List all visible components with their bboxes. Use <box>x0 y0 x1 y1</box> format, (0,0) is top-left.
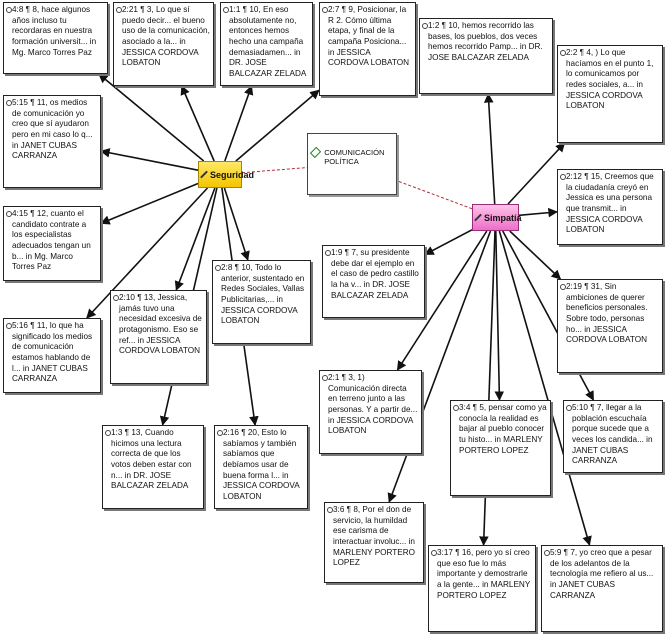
quotation-node[interactable]: 5:15 ¶ 11, os medios de comunicación yo … <box>3 95 101 188</box>
quotation-node[interactable]: 5:10 ¶ 7, llegar a la población escuchaí… <box>563 400 663 473</box>
quotation-link <box>223 187 250 261</box>
quotation-text: 1:9 ¶ 7, su presidente debe dar el ejemp… <box>331 248 419 300</box>
quotation-text: 2:8 ¶ 10, Todo lo anterior, sustentado e… <box>221 263 305 326</box>
quotation-link <box>86 187 209 319</box>
quotation-node[interactable]: 2:12 ¶ 15, Creemos que la ciudadanía cre… <box>557 169 663 245</box>
quotation-text: 1:2 ¶ 10, hemos recorrido las bases, los… <box>428 21 543 62</box>
quotation-text: 2:19 ¶ 31, Sin ambiciones de querer bene… <box>566 282 648 345</box>
quotation-link <box>396 230 488 371</box>
code-label: Seguridad <box>210 169 255 180</box>
quotation-text: 5:16 ¶ 11, lo que ha significado los med… <box>12 321 93 384</box>
quotation-node[interactable]: 3:4 ¶ 5, pensar como ya conocía la reali… <box>450 400 551 496</box>
quotation-text: 4:8 ¶ 8, hace algunos años incluso tu re… <box>12 5 97 57</box>
quotation-link <box>100 182 199 225</box>
quotation-node[interactable]: 5:9 ¶ 7, yo creo que a pesar de los adel… <box>541 545 663 632</box>
quotation-link <box>224 85 254 162</box>
quotation-link <box>479 230 496 546</box>
quotation-link <box>100 148 199 171</box>
quotation-node[interactable]: 4:8 ¶ 8, hace algunos años incluso tu re… <box>3 2 108 74</box>
quotation-node[interactable]: 2:10 ¶ 13, Jessica, jamás tuvo una neces… <box>110 290 207 384</box>
quotation-text: 5:10 ¶ 7, llegar a la población escuchaí… <box>572 403 653 466</box>
quotation-text: 5:15 ¶ 11, os medios de comunicación yo … <box>12 98 93 161</box>
quotation-link <box>498 230 592 546</box>
quotation-text: 4:15 ¶ 12, cuanto el candidato contrate … <box>12 209 91 272</box>
quotation-node[interactable]: 2:7 ¶ 9, Posicionar, la R 2. Cómo última… <box>319 2 416 96</box>
quotation-link <box>509 230 562 280</box>
quotation-text: 2:12 ¶ 15, Creemos que la ciudadanía cre… <box>566 172 654 235</box>
quotation-text: 1:1 ¶ 10, En eso absolutamente no, enton… <box>229 5 307 78</box>
quotation-link <box>507 142 566 205</box>
quotation-node[interactable]: 2:8 ¶ 10, Todo lo anterior, sustentado e… <box>212 260 311 344</box>
quotation-link <box>518 207 558 218</box>
quotation-text: 5:9 ¶ 7, yo creo que a pesar de los adel… <box>550 548 654 600</box>
quotation-link <box>494 230 505 401</box>
quotation-text: 2:21 ¶ 3, Lo que sí puedo decir... el bu… <box>122 5 210 68</box>
code-node-comunicacion-politica[interactable]: COMUNICACIÓN POLÍTICA <box>307 133 397 195</box>
quotation-node[interactable]: 1:9 ¶ 7, su presidente debe dar el ejemp… <box>322 245 425 318</box>
code-label: Simpatía <box>484 212 522 223</box>
quotation-text: 3:17 ¶ 16, pero yo sí creo que eso fue l… <box>437 548 531 600</box>
quotation-text: 2:10 ¶ 13, Jessica, jamás tuvo una neces… <box>119 293 202 356</box>
quotation-text: 2:7 ¶ 9, Posicionar, la R 2. Cómo última… <box>328 5 409 68</box>
quotation-link <box>180 85 215 162</box>
quotation-link <box>424 229 473 256</box>
quotation-text: 2:16 ¶ 20, Esto lo sabíamos y también sa… <box>223 428 300 501</box>
association-link <box>396 180 473 210</box>
quotation-text: 3:4 ¶ 5, pensar como ya conocía la reali… <box>459 403 547 455</box>
quotation-link <box>483 93 496 205</box>
code-diamond-icon <box>200 170 208 179</box>
code-node-simpatia[interactable]: Simpatía <box>472 204 522 231</box>
quotation-text: 3:6 ¶ 8, Por el don de servicio, la humi… <box>333 505 416 568</box>
quotation-node[interactable]: 1:3 ¶ 13, Cuando hicimos una lectura cor… <box>102 425 204 509</box>
quotation-node[interactable]: 1:2 ¶ 10, hemos recorrido las bases, los… <box>419 18 553 94</box>
quotation-node[interactable]: 2:21 ¶ 3, Lo que sí puedo decir... el bu… <box>113 2 214 86</box>
quotation-node[interactable]: 1:1 ¶ 10, En eso absolutamente no, enton… <box>220 2 313 86</box>
quotation-node[interactable]: 3:6 ¶ 8, Por el don de servicio, la humi… <box>324 502 424 583</box>
quotation-link <box>235 89 320 162</box>
quotation-node[interactable]: 5:16 ¶ 11, lo que ha significado los med… <box>3 318 101 393</box>
quotation-text: 1:3 ¶ 13, Cuando hicimos una lectura cor… <box>111 428 192 491</box>
quotation-text: 2:1 ¶ 3, 1) Comunicación directa en terr… <box>328 373 418 436</box>
quotation-text: 2:2 ¶ 4, ) Lo que hacíamos en el punto 1… <box>566 48 654 111</box>
quotation-node[interactable]: 2:16 ¶ 20, Esto lo sabíamos y también sa… <box>214 425 308 509</box>
quotation-link <box>387 230 492 503</box>
code-diamond-icon <box>309 146 322 159</box>
association-link <box>241 167 308 174</box>
quotation-link <box>98 73 205 162</box>
link-layer <box>86 73 595 546</box>
quotation-link <box>174 187 216 291</box>
code-label: COMUNICACIÓN POLÍTICA <box>324 148 385 166</box>
quotation-node[interactable]: 2:1 ¶ 3, 1) Comunicación directa en terr… <box>319 370 422 454</box>
quotation-node[interactable]: 2:19 ¶ 31, Sin ambiciones de querer bene… <box>557 279 663 373</box>
code-node-seguridad[interactable]: Seguridad <box>198 161 254 188</box>
code-diamond-icon <box>474 213 482 222</box>
quotation-node[interactable]: 3:17 ¶ 16, pero yo sí creo que eso fue l… <box>428 545 536 632</box>
quotation-node[interactable]: 4:15 ¶ 12, cuanto el candidato contrate … <box>3 206 101 281</box>
quotation-node[interactable]: 2:2 ¶ 4, ) Lo que hacíamos en el punto 1… <box>557 45 663 143</box>
